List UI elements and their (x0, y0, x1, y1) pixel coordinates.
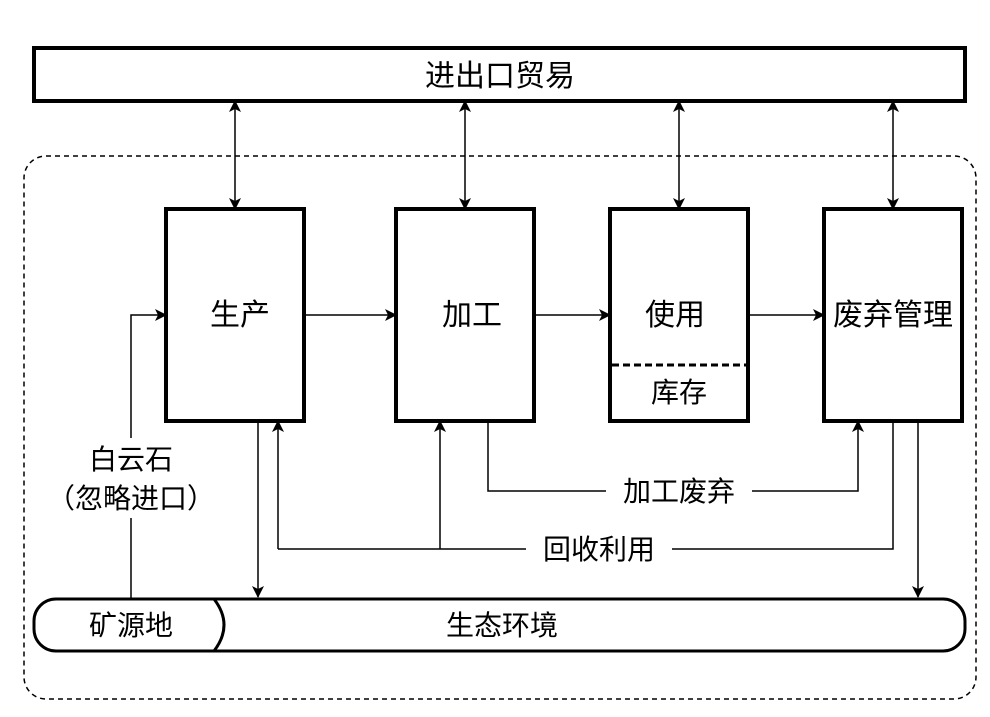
processing-waste-label: 加工废弃 (623, 475, 735, 508)
production-box: 生产 (164, 207, 306, 423)
stock-label: 库存 (651, 376, 707, 409)
dolomite-label-line1: 白云石 (89, 443, 173, 476)
dolomite-label-line2: （忽略进口） (47, 482, 215, 515)
environment-bar: 矿源地 生态环境 (32, 597, 967, 653)
environment-label: 生态环境 (446, 609, 558, 642)
use-label: 使用 (645, 298, 705, 333)
mine-divider (212, 598, 226, 652)
trade-box: 进出口贸易 (32, 46, 967, 103)
system-boundary (23, 155, 977, 700)
use-box: 使用 库存 (608, 207, 750, 423)
recycling-line (278, 421, 894, 550)
processing-waste-label-mask (606, 472, 752, 510)
recycling-label-mask (526, 530, 672, 568)
processing-box: 加工 (394, 207, 536, 423)
waste-management-label: 废弃管理 (833, 298, 953, 333)
processing-label: 加工 (442, 298, 502, 333)
dolomite-label-mask (40, 438, 230, 518)
waste-management-box: 废弃管理 (822, 207, 964, 423)
trade-label: 进出口贸易 (425, 59, 575, 94)
recycling-label: 回收利用 (543, 533, 655, 566)
production-label: 生产 (210, 298, 270, 333)
mine-label: 矿源地 (89, 609, 173, 642)
